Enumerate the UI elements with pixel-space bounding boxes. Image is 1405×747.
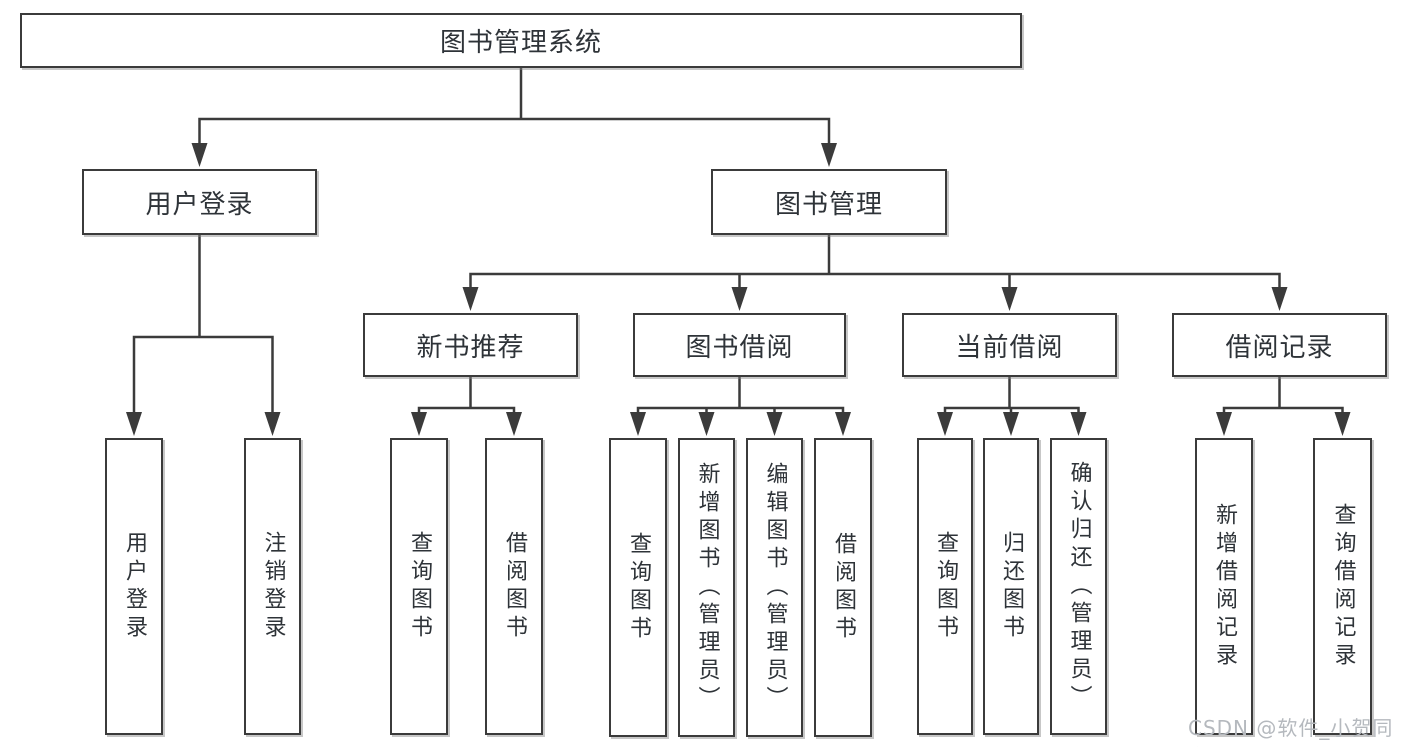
node-borrowing-records: 借阅记录 [1172, 313, 1387, 377]
node-br-query-record: 查询借阅记录 [1313, 438, 1372, 735]
arrowhead-to-borrowing-records [1271, 287, 1288, 311]
arrowhead-to-book-management [821, 143, 837, 167]
connector-from-user-login [132, 233, 274, 414]
node-cb-confirm-return-admin: 确认归还（管理员） [1050, 438, 1107, 735]
connector-from-current-borrowing [943, 375, 1080, 414]
node-logout-action: 注销登录 [244, 438, 301, 735]
arrowhead-to-cb-query-books [937, 412, 953, 436]
arrowhead-to-book-borrowing [731, 287, 748, 311]
node-nbr-query-books: 查询图书 [390, 438, 448, 735]
arrowhead-to-cb-confirm-return-admin [1070, 412, 1087, 436]
node-new-book-recommend: 新书推荐 [363, 313, 578, 377]
arrowhead-to-new-book-recommend [462, 287, 479, 311]
node-bb-add-books-admin: 新增图书（管理员） [678, 438, 735, 737]
node-cb-query-books: 查询图书 [917, 438, 973, 735]
arrowhead-to-bb-query-books [630, 412, 646, 436]
arrowhead-to-nbr-borrow-books [506, 412, 522, 436]
connector-from-library-system [198, 66, 831, 145]
arrowhead-to-logout-action [264, 412, 281, 436]
arrowhead-to-current-borrowing [1001, 287, 1018, 311]
connector-from-borrowing-records [1222, 375, 1344, 414]
node-user-login: 用户登录 [82, 169, 317, 235]
node-cb-return-books: 归还图书 [983, 438, 1039, 735]
connector-from-new-book-recommend [417, 375, 516, 414]
arrowhead-to-user-login [191, 143, 208, 167]
node-bb-edit-books-admin: 编辑图书（管理员） [746, 438, 803, 737]
node-bb-borrow-books: 借阅图书 [814, 438, 872, 737]
connector-from-book-management [469, 233, 1281, 289]
arrowhead-to-br-add-record [1216, 412, 1232, 436]
node-book-borrowing: 图书借阅 [633, 313, 846, 377]
node-bb-query-books: 查询图书 [609, 438, 667, 737]
node-current-borrowing: 当前借阅 [902, 313, 1117, 377]
arrowhead-to-nbr-query-books [411, 412, 427, 436]
arrowhead-to-bb-edit-books-admin [766, 412, 783, 436]
node-library-system: 图书管理系统 [20, 13, 1022, 68]
node-br-add-record: 新增借阅记录 [1195, 438, 1253, 735]
arrowhead-to-bb-borrow-books [835, 412, 851, 436]
node-book-management: 图书管理 [711, 169, 947, 235]
arrowhead-to-br-query-record [1334, 412, 1351, 436]
watermark-text: CSDN @软件_小贺同学 [1188, 716, 1394, 747]
node-nbr-borrow-books: 借阅图书 [485, 438, 543, 735]
connector-from-book-borrowing [636, 375, 845, 414]
arrowhead-to-user-login-action [126, 412, 142, 436]
arrowhead-to-bb-add-books-admin [698, 412, 715, 436]
arrowhead-to-cb-return-books [1003, 412, 1019, 436]
node-user-login-action: 用户登录 [105, 438, 163, 735]
